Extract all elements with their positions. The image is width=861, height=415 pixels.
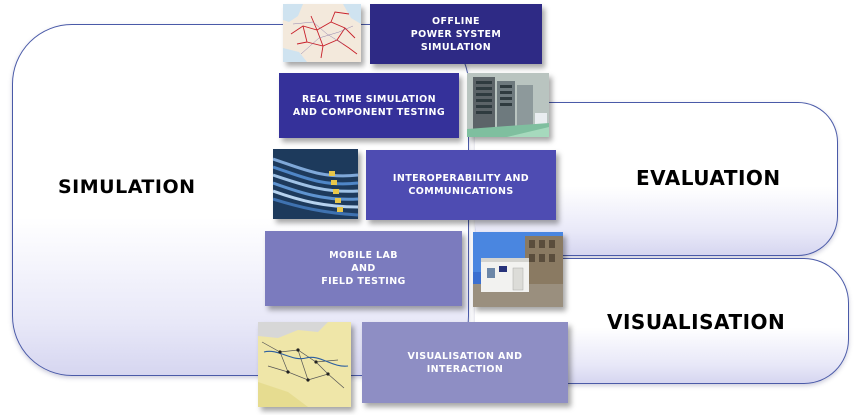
europe-grid-map-image [283, 4, 361, 62]
step-4-line-2: AND [351, 263, 376, 274]
step-4-line-1: MOBILE LAB [329, 250, 398, 261]
evaluation-label: EVALUATION [636, 166, 781, 190]
step-1-line-3: SIMULATION [420, 41, 492, 53]
step-1-line-2: POWER SYSTEM [410, 28, 502, 40]
step-1-line-1: OFFLINE [432, 15, 480, 27]
step-offline-power-system-simulation: OFFLINE POWER SYSTEM SIMULATION [370, 4, 542, 64]
step-interoperability-communications: INTEROPERABILITY AND COMMUNICATIONS [366, 150, 556, 220]
step-5-line-1: VISUALISATION AND [407, 350, 523, 362]
mobile-lab-container-image [473, 232, 563, 307]
visualisation-label: VISUALISATION [607, 310, 786, 334]
simulation-label: SIMULATION [58, 176, 196, 198]
lab-equipment-racks-image [467, 73, 549, 137]
step-2-line-1: REAL TIME SIMULATION [301, 93, 437, 105]
step-real-time-simulation: REAL TIME SIMULATION AND COMPONENT TESTI… [279, 73, 459, 138]
step-3-line-1: INTEROPERABILITY AND [392, 173, 530, 184]
regional-network-map-image [258, 322, 351, 407]
step-2-line-2: AND COMPONENT TESTING [292, 106, 446, 118]
step-visualisation-interaction: VISUALISATION AND INTERACTION [362, 322, 568, 403]
step-3-line-2: COMMUNICATIONS [408, 186, 514, 197]
step-4-line-3: FIELD TESTING [321, 276, 406, 287]
step-5-line-2: INTERACTION [426, 363, 504, 375]
step-mobile-lab-field-testing: MOBILE LAB AND FIELD TESTING [265, 231, 462, 306]
network-cables-image [273, 149, 358, 219]
